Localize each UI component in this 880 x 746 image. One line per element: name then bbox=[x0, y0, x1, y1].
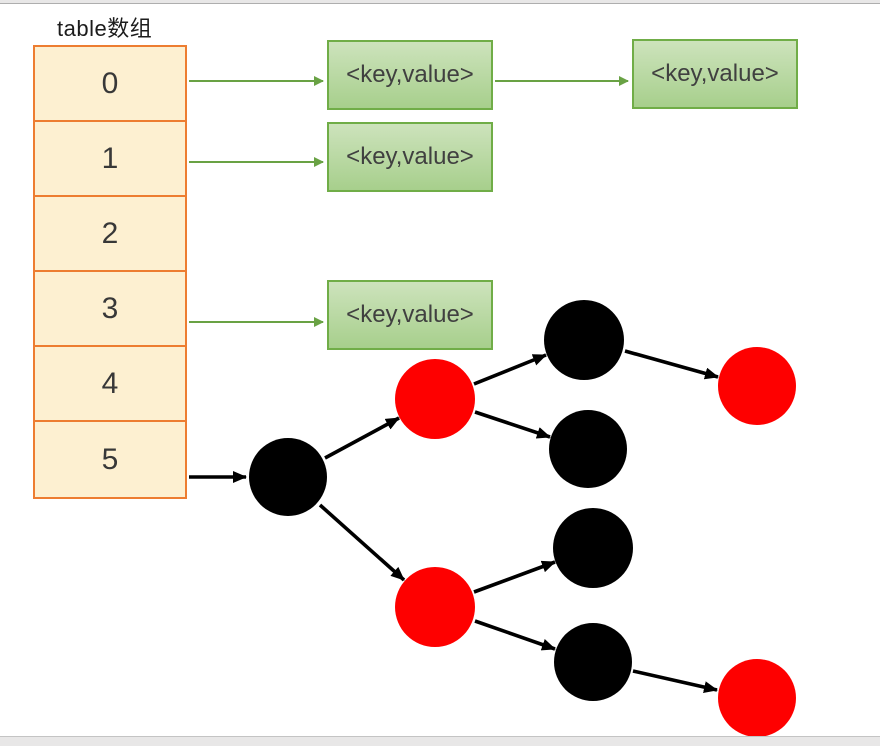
tree-node-black-lower-black-top bbox=[553, 508, 633, 588]
table-cell-0: 0 bbox=[35, 47, 185, 122]
tree-edge-arrow bbox=[473, 560, 556, 594]
table-array-title: table数组 bbox=[57, 16, 153, 41]
tree-node-red-lower-red bbox=[395, 567, 475, 647]
table-cell-1: 1 bbox=[35, 122, 185, 197]
tree-node-red-upper-red bbox=[395, 359, 475, 439]
tree-edge-arrow bbox=[624, 349, 719, 380]
bucket-node-row1: <key,value> bbox=[327, 122, 493, 192]
tree-edge-arrow bbox=[474, 410, 551, 439]
tree-node-black-upper-black-mid bbox=[549, 410, 627, 488]
tree-node-black-tree-root bbox=[249, 438, 327, 516]
tree-edge-arrow bbox=[473, 353, 547, 386]
bucket-node-row0-second: <key,value> bbox=[632, 39, 798, 109]
tree-node-black-upper-black-top bbox=[544, 300, 624, 380]
tree-edge-arrow bbox=[632, 669, 718, 693]
tree-edge-arrow bbox=[318, 503, 406, 582]
table-cell-2: 2 bbox=[35, 197, 185, 272]
tree-node-red-upper-red-right bbox=[718, 347, 796, 425]
tree-node-red-lower-red-right bbox=[718, 659, 796, 737]
bucket-node-row0-first: <key,value> bbox=[327, 40, 493, 110]
table-cell-5: 5 bbox=[101, 442, 119, 476]
hash-table-array: 0 1 2 3 4 5 bbox=[33, 45, 187, 499]
table-cell-4: 4 bbox=[35, 347, 185, 422]
tree-edge-arrow bbox=[324, 416, 400, 460]
tree-edge-arrow bbox=[474, 619, 556, 651]
window-top-strip bbox=[0, 0, 880, 4]
window-bottom-strip bbox=[0, 736, 880, 746]
tree-node-black-lower-black-bottom bbox=[554, 623, 632, 701]
table-cell-3: 3 bbox=[35, 272, 185, 347]
bucket-node-row3: <key,value> bbox=[327, 280, 493, 350]
